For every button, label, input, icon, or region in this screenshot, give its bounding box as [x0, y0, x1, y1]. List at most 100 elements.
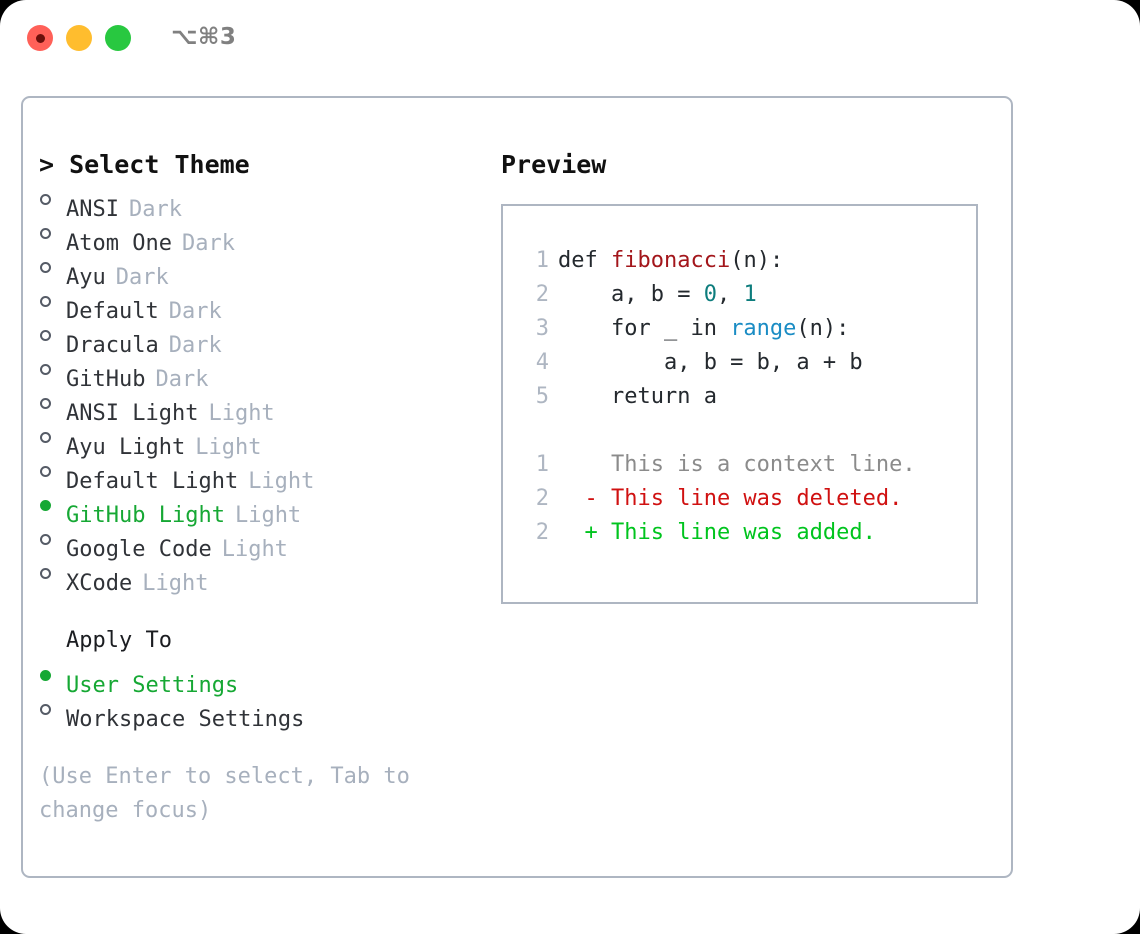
line-number: 3: [535, 316, 549, 341]
code-token-plain: def: [558, 248, 611, 273]
code-token-plain: (n):: [730, 248, 784, 273]
line-number: 1: [535, 248, 549, 273]
code-token-call: range: [730, 316, 797, 341]
radio-unselected-icon: [39, 284, 66, 318]
diff-line: 2 + This line was added.: [521, 516, 976, 550]
record-indicator-icon: [35, 33, 45, 43]
theme-name: ANSI Light: [66, 401, 199, 426]
code-token-plain: a, b =: [558, 282, 704, 307]
code-line: 1 def fibonacci(n):: [521, 244, 976, 278]
theme-list-item[interactable]: ANSI Light Light: [39, 386, 479, 426]
apply-to-option[interactable]: User Settings: [39, 658, 479, 698]
theme-name: Ayu Light: [66, 435, 186, 460]
theme-name: GitHub Light: [66, 503, 225, 528]
diff-text-context: This is a context line.: [558, 452, 916, 477]
radio-unselected-icon: [39, 692, 66, 726]
theme-list-item[interactable]: Default Dark: [39, 284, 479, 324]
diff-sample: 1 This is a context line.2 - This line w…: [521, 448, 976, 550]
radio-unselected-icon: [39, 182, 66, 216]
window-controls: [27, 25, 131, 51]
theme-kind-badge: Dark: [128, 197, 182, 222]
radio-unselected-icon: [39, 454, 66, 488]
code-token-plain: a, b = b, a + b: [558, 350, 863, 375]
preview-heading: Preview: [501, 150, 607, 179]
theme-list-item[interactable]: Google Code Light: [39, 522, 479, 562]
theme-kind-badge: Light: [248, 469, 315, 494]
radio-unselected-icon: [39, 352, 66, 386]
theme-list-item[interactable]: Ayu Light Light: [39, 420, 479, 460]
code-token-plain: return a: [558, 384, 717, 409]
diff-line: 1 This is a context line.: [521, 448, 976, 482]
line-number: 5: [535, 384, 549, 409]
radio-unselected-icon: [39, 318, 66, 352]
theme-name: Google Code: [66, 537, 212, 562]
code-token-number: 0: [703, 282, 717, 307]
line-number: 1: [535, 452, 549, 477]
code-token-function: fibonacci: [610, 248, 731, 273]
code-token-plain: ,: [716, 282, 744, 307]
title-bar: ⌥⌘3: [0, 0, 1140, 76]
apply-to-option[interactable]: Workspace Settings: [39, 692, 479, 732]
code-token-plain: for _ in: [558, 316, 731, 341]
code-line: 4 a, b = b, a + b: [521, 346, 976, 380]
theme-name: Dracula: [66, 333, 159, 358]
code-token-plain: (n):: [796, 316, 850, 341]
theme-list-item[interactable]: Ayu Dark: [39, 250, 479, 290]
line-number: 2: [535, 486, 549, 511]
radio-selected-icon: [39, 658, 66, 692]
radio-selected-icon: [39, 488, 66, 522]
theme-list-item[interactable]: Default Light Light: [39, 454, 479, 494]
theme-picker-heading: > Select Theme: [39, 150, 250, 179]
line-number: 2: [535, 282, 549, 307]
diff-line: 2 - This line was deleted.: [521, 482, 976, 516]
diff-text-deleted: - This line was deleted.: [558, 486, 903, 511]
theme-kind-badge: Dark: [115, 265, 169, 290]
minimize-window-button[interactable]: [66, 25, 92, 51]
theme-kind-badge: Dark: [168, 299, 222, 324]
theme-name: Default: [66, 299, 159, 324]
maximize-window-button[interactable]: [105, 25, 131, 51]
theme-kind-badge: Dark: [168, 333, 222, 358]
apply-to-label: User Settings: [66, 673, 239, 698]
theme-list-item[interactable]: GitHub Dark: [39, 352, 479, 392]
theme-kind-badge: Dark: [181, 231, 235, 256]
theme-kind-badge: Dark: [155, 367, 209, 392]
code-line: 3 for _ in range(n):: [521, 312, 976, 346]
code-token-number: 1: [743, 282, 757, 307]
radio-unselected-icon: [39, 250, 66, 284]
theme-kind-badge: Light: [221, 537, 288, 562]
theme-name: Atom One: [66, 231, 172, 256]
diff-text-added: + This line was added.: [558, 520, 876, 545]
apply-to-label: Workspace Settings: [66, 707, 305, 732]
theme-kind-badge: Light: [195, 435, 262, 460]
close-window-button[interactable]: [27, 25, 53, 51]
radio-unselected-icon: [39, 522, 66, 556]
code-diff-separator: [521, 414, 976, 448]
radio-unselected-icon: [39, 420, 66, 454]
code-line: 2 a, b = 0, 1: [521, 278, 976, 312]
theme-list-item[interactable]: Dracula Dark: [39, 318, 479, 358]
radio-unselected-icon: [39, 556, 66, 590]
theme-kind-badge: Light: [208, 401, 275, 426]
theme-name: Ayu: [66, 265, 106, 290]
code-line: 5 return a: [521, 380, 976, 414]
radio-unselected-icon: [39, 386, 66, 420]
window-title: ⌥⌘3: [171, 24, 237, 50]
theme-name: XCode: [66, 571, 133, 596]
theme-name: GitHub: [66, 367, 146, 392]
apply-to-heading: Apply To: [66, 628, 172, 653]
line-number: 4: [535, 350, 549, 375]
line-number: 2: [535, 520, 549, 545]
theme-name: Default Light: [66, 469, 239, 494]
radio-unselected-icon: [39, 216, 66, 250]
theme-list-item[interactable]: Atom One Dark: [39, 216, 479, 256]
